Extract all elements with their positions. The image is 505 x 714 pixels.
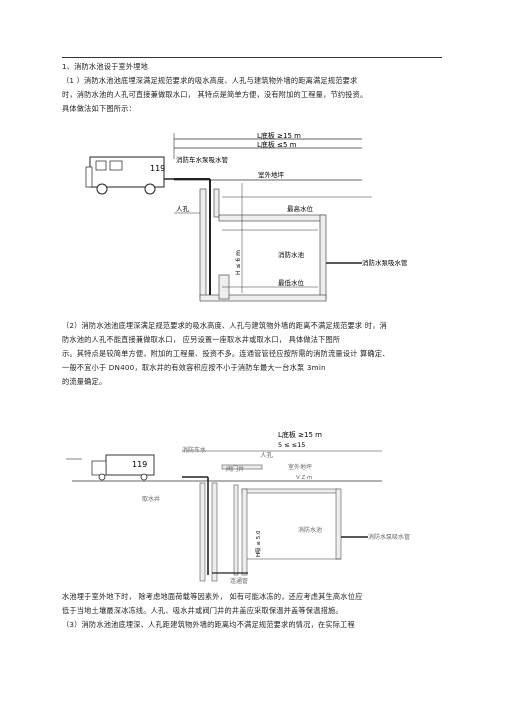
paragraph-2-line-4: 一般不宜小于 DN400，取水井的有效容积应按不小于消防车最大一台水泵 3min xyxy=(62,363,326,372)
fig1-tank-label: 消防水池 xyxy=(278,250,305,259)
fig1-depth-label: H ≤ 6 m xyxy=(235,250,242,275)
fig2-manhole-label: 人孔 xyxy=(260,451,274,459)
fig1-dim-label-2: L底板 ≤5 m xyxy=(257,140,297,149)
fig2-ground-sub: V Z m xyxy=(296,475,312,481)
fig2-suction-well-label: 取水井 xyxy=(142,495,160,503)
figure-2-diagram: L底板 ≥15 m 5 ≤ ≤15 119 消防车水 取水井 阀门井 人孔 室外… xyxy=(66,430,410,585)
paragraph-1-line-1: （1 ）消防水池池底埋深满足规范要求的吸水高度、人孔与建筑物外墙的距离满足规范要… xyxy=(62,76,358,85)
paragraph-2-line-3: 示。其特点是较简单方便，附加的工程量、投资不多。连通管管径应按所需的消防流量设计… xyxy=(62,349,390,358)
fire-truck-icon xyxy=(85,156,174,195)
paragraph-3-line-2: 低于当地土壤最深冰冻线。人孔、吸水井或阀门井的井盖应采取保温并盖等保温措施。 xyxy=(62,606,343,615)
fig1-max-level-label: 最高水位 xyxy=(287,204,314,213)
fig1-truck-number: 119 xyxy=(150,164,165,173)
fig2-dim-label-2: 5 ≤ ≤15 xyxy=(278,441,305,449)
fig2-ground-label: 室外地坪 xyxy=(288,463,312,471)
paragraph-3-line-1: 水池埋于室外地下时， 除考虑地面荷载等因素外， 如有可能冰冻的，还应考虑其生高水… xyxy=(62,592,363,601)
fig2-conn-pipe-label: 连通管 xyxy=(230,577,248,585)
fig2-depth-label: H吸 ≤ 5.0 xyxy=(255,530,262,557)
fig2-tank-label: 消防水池 xyxy=(298,526,322,534)
fig1-truck-label: 消防车水泵吸水管 xyxy=(176,155,229,164)
figure-1-diagram: L底板 ≥15 m L底板 ≤5 m 119 消防车水泵吸水管 室外地坪 人孔 xyxy=(85,131,408,302)
paragraph-1-line-3: 具体做法如下图所示： xyxy=(62,104,136,113)
paragraph-2-line-2: 防水池的人孔不能直接兼做取水口， 应另设置一座取水井或取水口， 具体做法下图所 xyxy=(62,335,341,344)
fig1-dim-label-1: L底板 ≥15 m xyxy=(257,131,301,140)
fig2-dim-label-1: L底板 ≥15 m xyxy=(278,430,322,439)
paragraph-2-line-5: 的流量确定。 xyxy=(62,377,107,386)
paragraph-1-line-2: 时，消防水池的人孔可直接兼做取水口， 其特点是简单方便，没有附加的工程量，节约投… xyxy=(62,90,368,99)
fig1-pipe-label: 消防水泵吸水管 xyxy=(362,258,408,267)
fig1-ground-label: 室外地坪 xyxy=(258,170,285,179)
paragraph-3-line-3: （3）消防水池池底埋深、人孔距建筑物外墙的距离均不满足规范要求的情况，在实际工程 xyxy=(62,620,355,629)
fig2-pipe-label: 消防水泵吸水管 xyxy=(368,533,410,541)
fig2-valve-well-label: 阀门井 xyxy=(226,465,244,473)
paragraph-2-line-1: （2）消防水池池底埋深满足规范要求的吸水高度、人孔与建筑物外墙的距离不满足规范要… xyxy=(62,321,387,330)
fig2-truck-label: 消防车水 xyxy=(182,446,206,454)
fig1-manhole-label: 人孔 xyxy=(176,205,190,213)
section-heading: 1、消防水池设于室外埋地 xyxy=(62,62,149,71)
fig1-min-level-label: 最低水位 xyxy=(278,278,305,287)
fig2-truck-number: 119 xyxy=(132,460,147,469)
fire-truck-icon xyxy=(66,454,155,481)
header-rule xyxy=(62,57,442,58)
